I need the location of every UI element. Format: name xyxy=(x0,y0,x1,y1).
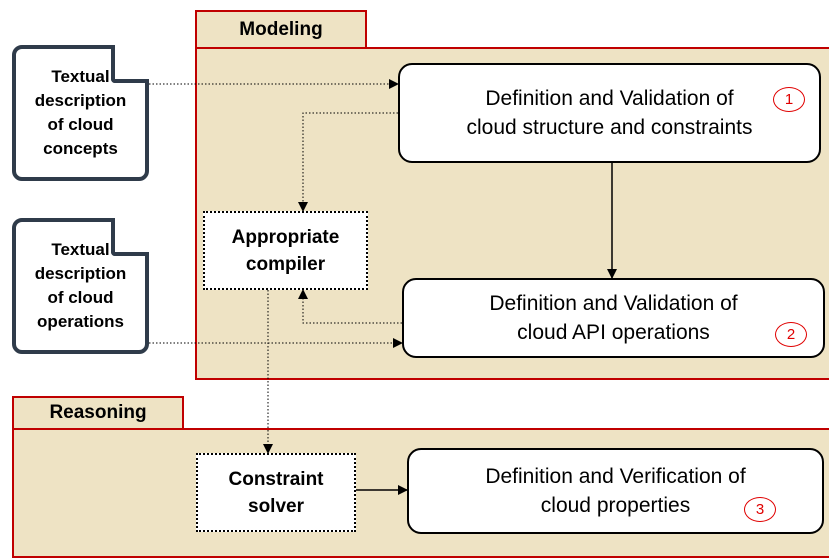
concepts-description-document: Textual description of cloud concepts xyxy=(12,34,160,181)
modeling-label: Modeling xyxy=(239,18,323,40)
doc-line: concepts xyxy=(43,139,118,158)
reasoning-label: Reasoning xyxy=(49,402,147,423)
process-line: cloud properties xyxy=(540,494,691,517)
operations-description-document: Textual description of cloud operations xyxy=(12,207,160,354)
solver-box: Constraint solver xyxy=(196,453,356,532)
modeling-tab: Modeling xyxy=(195,10,367,49)
doc-line: operations xyxy=(37,312,124,331)
reasoning-tab: Reasoning xyxy=(12,396,184,430)
doc-line: of cloud xyxy=(47,115,114,134)
api-definition-process: Definition and Validation of cloud API o… xyxy=(402,278,825,358)
process-line: cloud API operations xyxy=(517,321,710,344)
step-number-badge: 2 xyxy=(775,322,807,347)
tool-line: compiler xyxy=(245,253,326,275)
tool-line: Constraint xyxy=(228,468,324,490)
structure-definition-process: Definition and Validation of cloud struc… xyxy=(398,63,821,163)
process-line: Definition and Validation of xyxy=(485,87,734,110)
doc-line: Textual xyxy=(51,240,110,259)
step-number-badge: 1 xyxy=(773,87,805,112)
compiler-box: Appropriate compiler xyxy=(203,211,368,290)
api-to-compiler-arrow xyxy=(298,289,402,324)
step-number-badge: 3 xyxy=(744,497,776,522)
process-line: cloud structure and constraints xyxy=(466,116,753,139)
tool-line: solver xyxy=(248,495,304,517)
doc-line: of cloud xyxy=(47,288,114,307)
doc-line: description xyxy=(34,91,127,110)
tool-line: Appropriate xyxy=(231,226,340,248)
doc-line: Textual xyxy=(51,67,110,86)
structure-to-compiler-arrow xyxy=(298,112,398,212)
process-line: Definition and Verification of xyxy=(485,465,746,488)
doc-line: description xyxy=(34,264,127,283)
process-line: Definition and Validation of xyxy=(489,292,738,315)
